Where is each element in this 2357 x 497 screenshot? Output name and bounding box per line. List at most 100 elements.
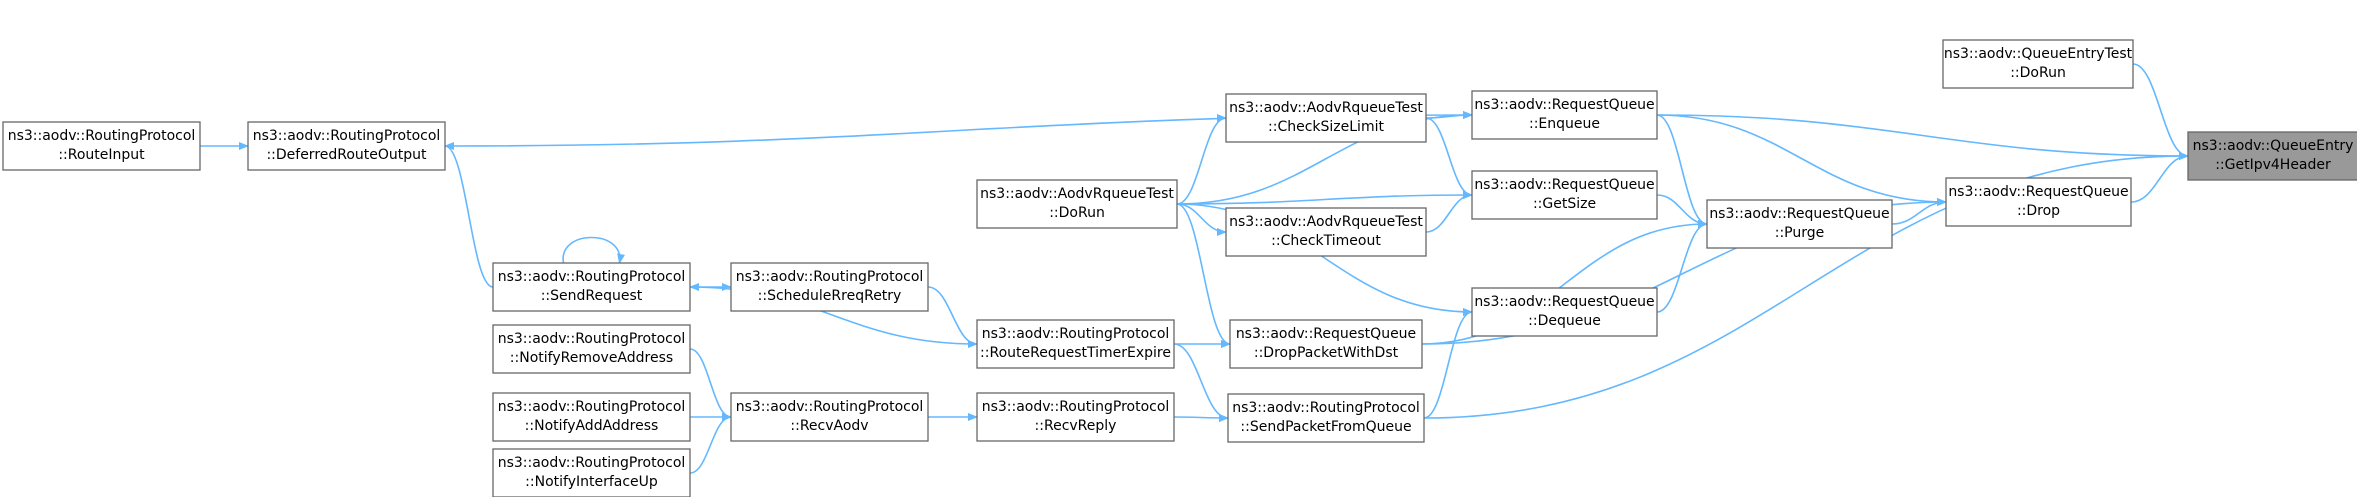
edge-requestqueue-enqueue-to-requestqueue-purge (1656, 114, 1708, 228)
node-label-line1: ns3::aodv::RoutingProtocol (8, 128, 196, 144)
node-label-line2: ::GetIpv4Header (2215, 157, 2331, 173)
edge-rp-notifyremoveaddress-to-rp-recvaodv (689, 348, 732, 421)
node-label-line2: ::Enqueue (1529, 116, 1600, 132)
node-rp-schedulerreqretry[interactable]: ns3::aodv::RoutingProtocol::ScheduleRreq… (730, 262, 929, 312)
node-getipv4header[interactable]: ns3::aodv::QueueEntry::GetIpv4Header (2187, 131, 2357, 181)
edge-requestqueue-enqueue-to-requestqueue-drop (1656, 114, 1947, 206)
node-box (1225, 207, 1427, 257)
node-rp-deferredrouteoutput[interactable]: ns3::aodv::RoutingProtocol::DeferredRout… (247, 121, 446, 171)
node-box (1229, 319, 1423, 369)
node-box (730, 392, 929, 442)
node-rp-sendpacketfromqueue[interactable]: ns3::aodv::RoutingProtocol::SendPacketFr… (1227, 393, 1425, 443)
node-box (2187, 131, 2357, 181)
edge-rqueuetest-checktimeout-to-requestqueue-getsize (1425, 191, 1473, 233)
edge-rp-notifyinterfaceup-to-rp-recvaodv (689, 413, 732, 474)
node-box (1942, 39, 2134, 89)
node-label-line2: ::RouteRequestTimerExpire (980, 345, 1171, 361)
node-requestqueue-dequeue[interactable]: ns3::aodv::RequestQueue::Dequeue (1471, 287, 1658, 337)
node-label-line1: ns3::aodv::QueueEntryTest (1944, 46, 2133, 62)
node-label-line1: ns3::aodv::QueueEntry (2193, 138, 2354, 154)
node-label-line2: ::Purge (1775, 225, 1825, 241)
node-label-line1: ns3::aodv::RequestQueue (1948, 184, 2128, 200)
node-requestqueue-enqueue[interactable]: ns3::aodv::RequestQueue::Enqueue (1471, 90, 1658, 140)
node-label-line2: ::DoRun (2010, 65, 2066, 81)
node-rp-sendrequest[interactable]: ns3::aodv::RoutingProtocol::SendRequest (492, 262, 691, 312)
node-rp-notifyinterfaceup[interactable]: ns3::aodv::RoutingProtocol::NotifyInterf… (492, 448, 691, 497)
edge-rqueuetest-dorun-to-requestqueue-droppacketwithdst (1176, 203, 1231, 348)
node-label-line1: ns3::aodv::RoutingProtocol (982, 399, 1170, 415)
node-label-line2: ::SendRequest (541, 288, 643, 304)
node-label-line1: ns3::aodv::RoutingProtocol (498, 455, 686, 471)
node-requestqueue-droppacketwithdst[interactable]: ns3::aodv::RequestQueue::DropPacketWithD… (1229, 319, 1423, 369)
node-box (1471, 90, 1658, 140)
node-label-line2: ::CheckTimeout (1271, 233, 1381, 249)
edge-rp-sendrequest-to-rp-deferredrouteoutput (444, 142, 494, 288)
node-box (976, 392, 1175, 442)
node-rp-routerequesttimerexpire[interactable]: ns3::aodv::RoutingProtocol::RouteRequest… (976, 319, 1175, 369)
node-label-line2: ::SendPacketFromQueue (1240, 419, 1411, 435)
node-rp-recvaodv[interactable]: ns3::aodv::RoutingProtocol::RecvAodv (730, 392, 929, 442)
node-rqueuetest-checksizelimit[interactable]: ns3::aodv::AodvRqueueTest::CheckSizeLimi… (1225, 93, 1427, 143)
edge-rp-sendpacketfromqueue-to-getipv4header (1423, 152, 2189, 419)
node-requestqueue-drop[interactable]: ns3::aodv::RequestQueue::Drop (1945, 177, 2132, 227)
node-label-line1: ns3::aodv::AodvRqueueTest (1229, 214, 1423, 230)
node-box (1227, 393, 1425, 443)
node-box (1225, 93, 1427, 143)
edge-queueentrytest-dorun-to-getipv4header (2132, 63, 2189, 160)
node-label-line2: ::DropPacketWithDst (1254, 345, 1399, 361)
node-label-line2: ::RecvAodv (790, 418, 868, 434)
node-box (1706, 199, 1893, 249)
edge-rp-recvreply-to-rp-sendpacketfromqueue (1173, 413, 1229, 422)
node-box (1471, 170, 1658, 220)
node-box (976, 179, 1178, 229)
node-label-line1: ns3::aodv::RoutingProtocol (982, 326, 1170, 342)
node-label-line1: ns3::aodv::RequestQueue (1474, 177, 1654, 193)
node-rp-notifyremoveaddress[interactable]: ns3::aodv::RoutingProtocol::NotifyRemove… (492, 324, 691, 374)
node-label-line2: ::DeferredRouteOutput (266, 147, 427, 163)
node-label-line1: ns3::aodv::RoutingProtocol (498, 399, 686, 415)
node-label-line1: ns3::aodv::RequestQueue (1236, 326, 1416, 342)
node-label-line1: ns3::aodv::AodvRqueueTest (1229, 100, 1423, 116)
node-label-line2: ::DoRun (1049, 205, 1105, 221)
node-label-line2: ::NotifyRemoveAddress (510, 350, 673, 366)
node-rqueuetest-dorun[interactable]: ns3::aodv::AodvRqueueTest::DoRun (976, 179, 1178, 229)
node-label-line1: ns3::aodv::RoutingProtocol (498, 331, 686, 347)
node-label-line1: ns3::aodv::AodvRqueueTest (980, 186, 1174, 202)
node-requestqueue-purge[interactable]: ns3::aodv::RequestQueue::Purge (1706, 199, 1893, 249)
node-label-line1: ns3::aodv::RequestQueue (1709, 206, 1889, 222)
node-box (2, 121, 201, 171)
node-label-line2: ::Drop (2017, 203, 2060, 219)
node-label-line1: ns3::aodv::RoutingProtocol (736, 399, 924, 415)
edge-rqueuetest-dorun-to-requestqueue-dequeue (1176, 203, 1473, 316)
node-rp-recvreply[interactable]: ns3::aodv::RoutingProtocol::RecvReply (976, 392, 1175, 442)
node-label-line1: ns3::aodv::RoutingProtocol (253, 128, 441, 144)
node-label-line2: ::GetSize (1533, 196, 1596, 212)
node-label-line1: ns3::aodv::RequestQueue (1474, 294, 1654, 310)
node-label-line2: ::Dequeue (1528, 313, 1601, 329)
node-box (730, 262, 929, 312)
edge-rqueuetest-checksizelimit-to-requestqueue-getsize (1425, 117, 1473, 199)
node-label-line2: ::NotifyInterfaceUp (525, 474, 658, 490)
node-label-line2: ::RouteInput (58, 147, 145, 163)
node-box (492, 262, 691, 312)
node-box (1945, 177, 2132, 227)
node-requestqueue-getsize[interactable]: ns3::aodv::RequestQueue::GetSize (1471, 170, 1658, 220)
node-box (1471, 287, 1658, 337)
node-box (492, 324, 691, 374)
node-rp-notifyaddaddress[interactable]: ns3::aodv::RoutingProtocol::NotifyAddAdd… (492, 392, 691, 442)
node-label-line1: ns3::aodv::RequestQueue (1474, 97, 1654, 113)
edge-requestqueue-drop-to-getipv4header (2130, 152, 2189, 203)
node-box (492, 392, 691, 442)
node-rqueuetest-checktimeout[interactable]: ns3::aodv::AodvRqueueTest::CheckTimeout (1225, 207, 1427, 257)
node-queueentrytest-dorun[interactable]: ns3::aodv::QueueEntryTest::DoRun (1942, 39, 2134, 89)
node-label-line2: ::CheckSizeLimit (1268, 119, 1384, 135)
edge-rqueuetest-dorun-to-rqueuetest-checktimeout (1176, 203, 1227, 236)
node-label-line2: ::RecvReply (1035, 418, 1117, 434)
node-label-line2: ::ScheduleRreqRetry (758, 288, 902, 304)
node-box (492, 448, 691, 497)
edge-rqueuetest-dorun-to-rqueuetest-checksizelimit (1176, 114, 1227, 205)
edge-rp-sendrequest-to-rp-sendrequest (562, 236, 625, 264)
node-label-line1: ns3::aodv::RoutingProtocol (1232, 400, 1420, 416)
node-rp-routeinput[interactable]: ns3::aodv::RoutingProtocol::RouteInput (2, 121, 201, 171)
